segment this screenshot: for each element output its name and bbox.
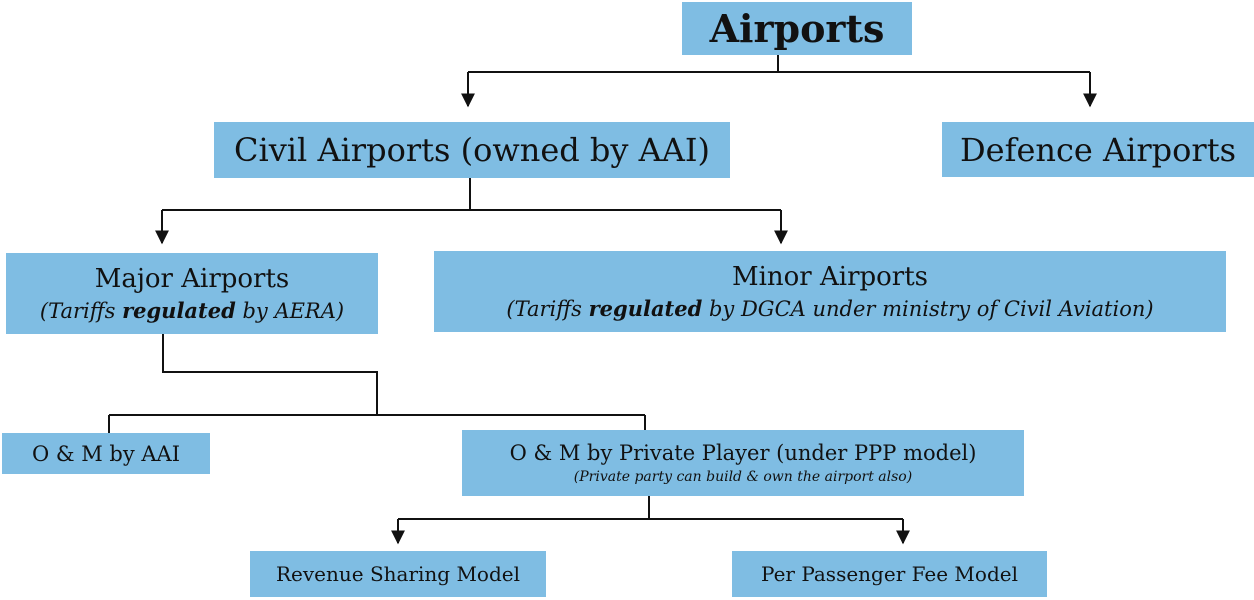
node-revenue-sharing-label: Revenue Sharing Model bbox=[275, 562, 521, 586]
node-major-airports: Major Airports (Tariffs regulated by AER… bbox=[6, 253, 378, 334]
node-revenue-sharing: Revenue Sharing Model bbox=[250, 551, 546, 597]
node-defence-airports-label: Defence Airports bbox=[960, 130, 1236, 169]
node-civil-airports-label: Civil Airports (owned by AAI) bbox=[234, 131, 710, 169]
node-om-aai-label: O & M by AAI bbox=[31, 441, 181, 466]
node-airports: Airports bbox=[682, 2, 912, 55]
node-om-private: O & M by Private Player (under PPP model… bbox=[462, 430, 1024, 496]
node-minor-airports: Minor Airports (Tariffs regulated by DGC… bbox=[434, 251, 1226, 332]
node-airports-label: Airports bbox=[709, 6, 885, 51]
node-defence-airports: Defence Airports bbox=[942, 122, 1254, 177]
note-prefix: (Tariffs bbox=[506, 297, 589, 321]
node-om-private-note: (Private party can build & own the airpo… bbox=[573, 469, 913, 485]
node-minor-airports-label: Minor Airports bbox=[731, 262, 929, 292]
connector-major-stem bbox=[162, 334, 378, 415]
node-major-airports-note: (Tariffs regulated by AERA) bbox=[40, 298, 344, 323]
note-bold: regulated bbox=[122, 298, 236, 323]
note-prefix: (Tariffs bbox=[39, 299, 123, 323]
node-major-airports-label: Major Airports bbox=[94, 264, 290, 294]
note-suffix: by DGCA under ministry of Civil Aviation… bbox=[702, 297, 1154, 321]
note-bold: regulated bbox=[588, 296, 703, 321]
node-civil-airports: Civil Airports (owned by AAI) bbox=[214, 122, 730, 178]
node-om-aai: O & M by AAI bbox=[2, 433, 210, 474]
node-minor-airports-note: (Tariffs regulated by DGCA under ministr… bbox=[506, 296, 1153, 321]
note-suffix: by AERA) bbox=[235, 299, 345, 323]
node-om-private-label: O & M by Private Player (under PPP model… bbox=[509, 441, 977, 465]
node-per-passenger-fee-label: Per Passenger Fee Model bbox=[761, 562, 1018, 586]
node-per-passenger-fee: Per Passenger Fee Model bbox=[732, 551, 1047, 597]
